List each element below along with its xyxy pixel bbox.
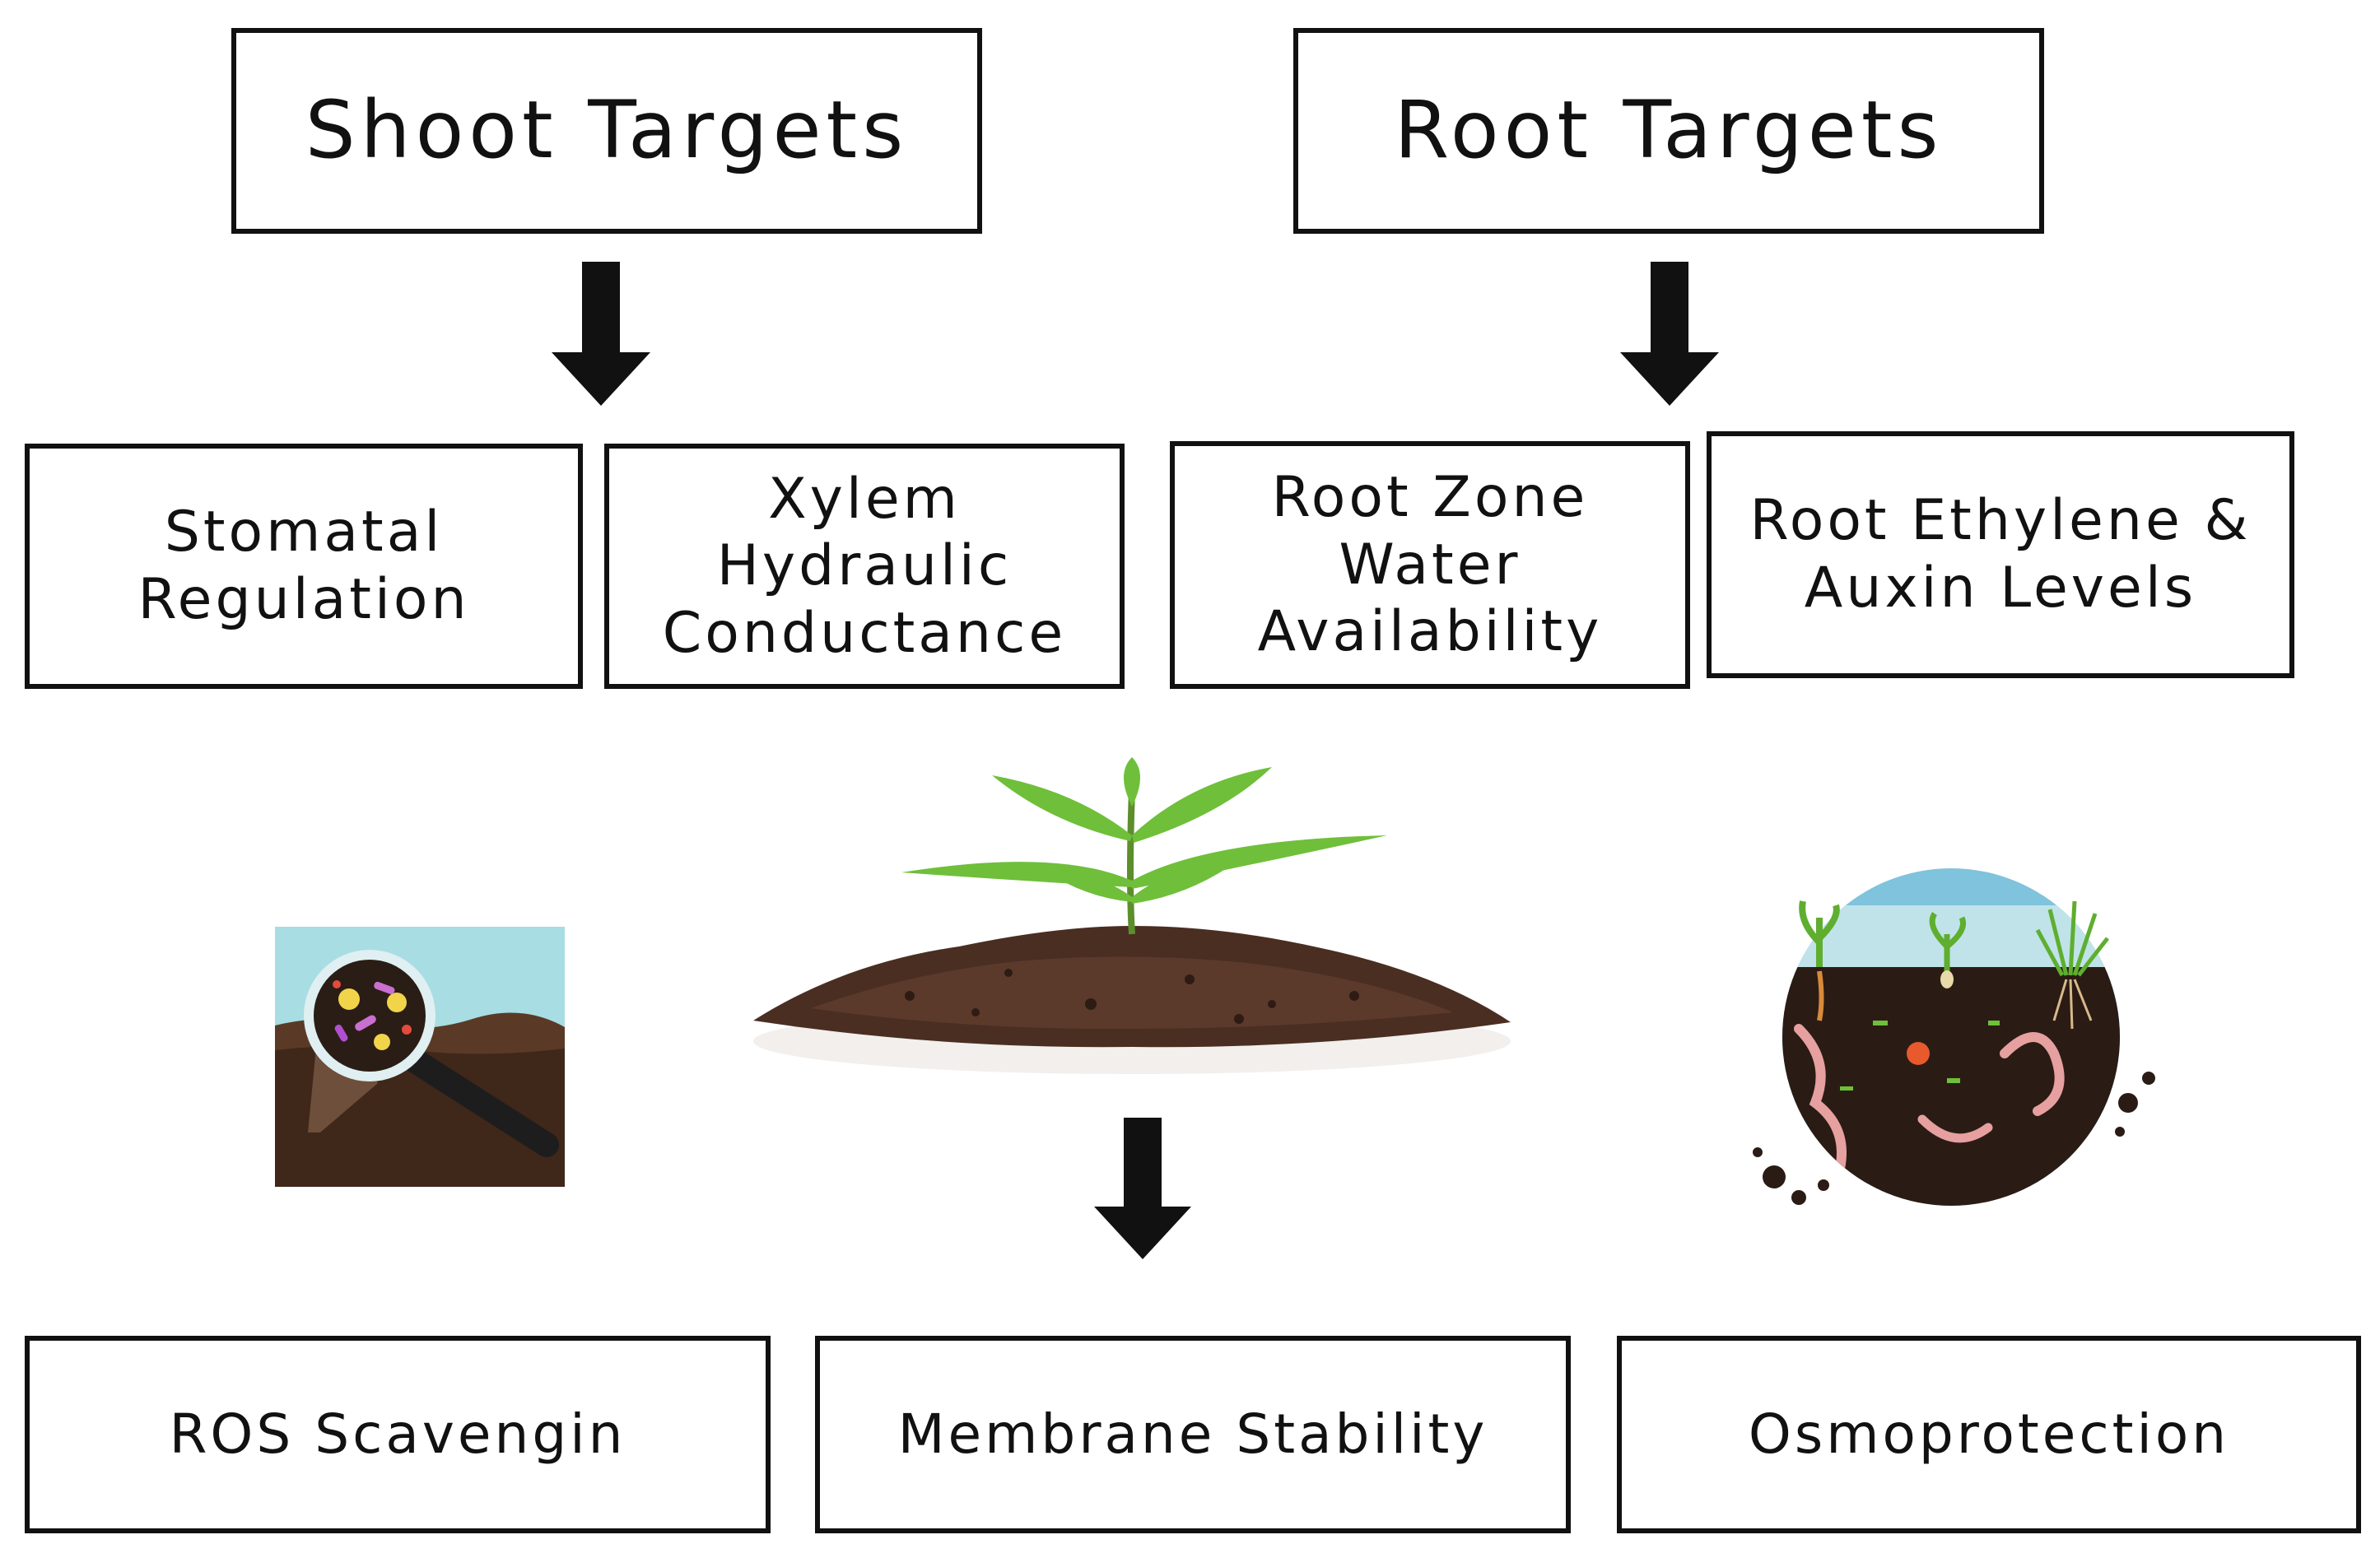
xylem-line-3: Conductance: [662, 600, 1067, 666]
stomatal-line-1: Stomatal: [164, 500, 444, 565]
root-targets-title: Root Targets: [1394, 84, 1944, 177]
stomatal-line-2: Regulation: [137, 567, 470, 632]
membrane-stability-box: Membrane Stability: [815, 1336, 1571, 1533]
ros-scavenging-box: ROS Scavengin: [25, 1336, 771, 1533]
xylem-line-2: Hydraulic: [716, 533, 1013, 599]
stomatal-regulation-box: Stomatal Regulation: [25, 444, 583, 689]
root-hormones-box: Root Ethylene & Auxin Levels: [1707, 431, 2294, 678]
shoot-targets-title: Shoot Targets: [305, 84, 909, 177]
water-line-3: Availability: [1257, 599, 1603, 665]
shoot-down-arrow-icon: [552, 262, 650, 406]
ros-label: ROS Scavengin: [169, 1402, 626, 1467]
seedling-soil-icon: [753, 757, 1511, 1074]
water-line-2: Water: [1339, 532, 1521, 598]
soil-ecosystem-icon: [1753, 868, 2155, 1206]
water-line-1: Root Zone: [1271, 465, 1589, 531]
osmo-label: Osmoprotection: [1748, 1402, 2230, 1467]
outcomes-down-arrow-icon: [1094, 1118, 1191, 1259]
root-targets-box: Root Targets: [1293, 28, 2044, 234]
shoot-targets-box: Shoot Targets: [231, 28, 982, 234]
hormones-line-2: Auxin Levels: [1804, 556, 2197, 621]
hormones-line-1: Root Ethylene &: [1749, 488, 2252, 554]
root-down-arrow-icon: [1620, 262, 1719, 406]
membrane-label: Membrane Stability: [897, 1402, 1488, 1467]
xylem-line-1: Xylem: [768, 466, 961, 532]
root-zone-water-box: Root Zone Water Availability: [1170, 441, 1690, 689]
microbe-magnifier-icon: [275, 927, 565, 1187]
xylem-conductance-box: Xylem Hydraulic Conductance: [604, 444, 1125, 689]
osmoprotection-box: Osmoprotection: [1617, 1336, 2361, 1533]
